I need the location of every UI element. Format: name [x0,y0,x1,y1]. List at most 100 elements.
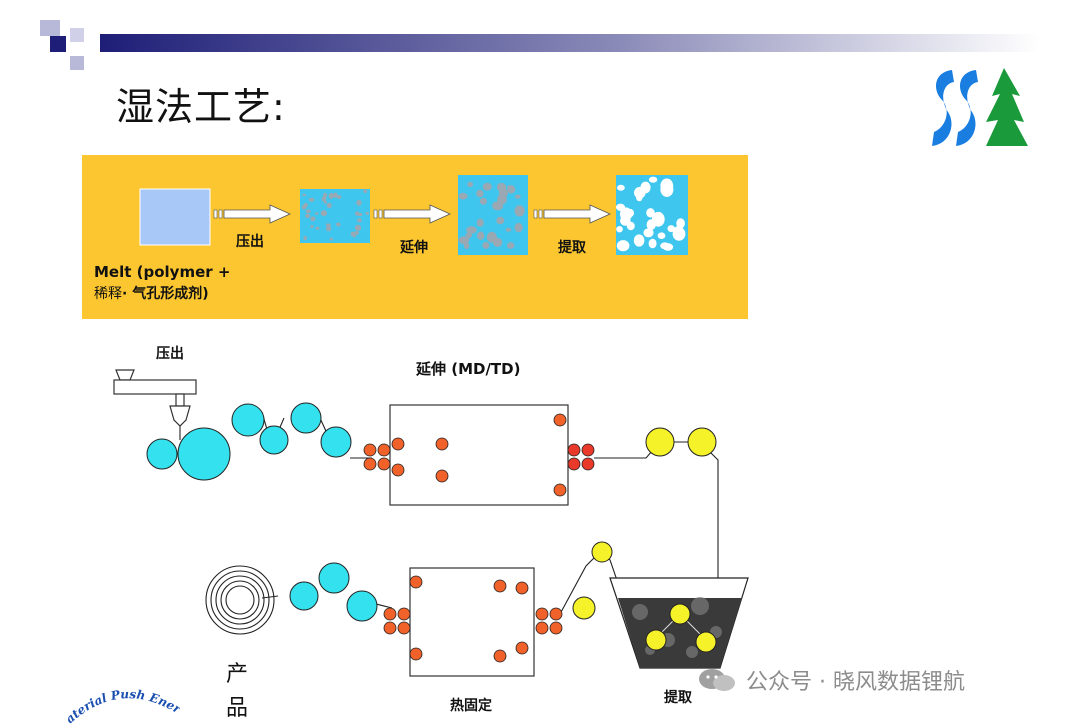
extracted-pores [616,176,686,252]
pore [616,240,630,252]
pore [458,236,470,245]
melt-block [139,188,211,246]
pore [479,197,487,205]
step-label-stretch: 延伸 [399,239,428,256]
pore [514,205,525,217]
pore [321,196,327,202]
extract-label: 提取 [664,690,693,706]
pore [492,201,504,211]
pore [486,231,497,243]
pore [357,218,362,223]
pore [648,238,657,249]
pore [477,231,485,240]
pore [326,223,330,228]
logo-s-1 [932,70,954,146]
pore [354,224,362,231]
pore [660,242,670,250]
arrow-stretch [373,204,451,224]
pore [634,186,646,199]
pore [482,241,490,249]
pore [514,222,523,233]
guide-rollers [572,427,717,620]
pore [336,222,341,227]
small-pores [301,189,370,241]
pore [323,192,328,198]
pore [617,184,625,191]
header-banner [40,20,1040,70]
pore [633,234,645,247]
pore [616,226,623,233]
pore [320,210,327,217]
pore [329,237,333,241]
pore [626,208,634,218]
pore [310,216,316,222]
heatset-label: 热固定 [450,697,492,714]
pore [310,224,314,229]
svg-text:aterial Push Ener: aterial Push Ener [63,687,180,724]
process-line-diagram: 压出 延伸 (MD/TD) [113,345,749,714]
stretched-pores [458,181,525,249]
pore [467,181,474,187]
pore [643,228,654,238]
extrude-label: 压出 [156,345,184,362]
heatset-rollers [383,575,563,663]
pore [352,234,357,238]
wechat-icon [699,669,735,691]
pore [660,182,674,197]
material-badge: aterial Push Ener [63,687,180,724]
melt-label-line1: Melt (polymer + [94,263,231,281]
heatset-box [409,567,535,677]
arrow-extract [533,204,611,224]
pore [465,232,472,239]
bath-rollers [645,603,717,653]
pore [326,202,332,209]
pore [496,216,505,225]
pore [303,202,308,208]
pore [305,209,311,214]
pore [507,242,515,249]
pore [302,193,307,197]
product-label-char2: 品 [226,696,249,721]
pore [315,226,320,230]
step-label-extrude: 压出 [236,233,264,250]
arrow-extrude [213,204,291,224]
logo-s-2 [956,70,978,146]
logo-tree [986,68,1028,146]
pore [323,200,327,204]
pore [648,176,658,183]
pore [356,199,362,206]
banner-square-light [40,20,60,36]
pore [308,197,315,202]
pore [458,192,468,200]
pore [505,227,512,232]
pore [676,218,685,229]
pore [672,227,686,241]
badge-text: aterial Push Ener [63,687,180,724]
pore [667,225,675,233]
stretcher-box [389,404,569,506]
banner-gradient-bar [100,34,1040,52]
pore [314,212,319,215]
pore [482,182,492,191]
pore [365,211,370,215]
pore [355,211,360,216]
pore [358,212,363,217]
watermark-text: 公众号 · 晓风数据锂航 [746,670,965,695]
melt-label-line2: 稀释· 气孔形成剂) [94,283,209,303]
pore [463,242,470,249]
pore [514,194,521,199]
pore [657,232,666,239]
pore [363,189,368,193]
product-label-char1: 产 [226,662,249,687]
pore [626,221,635,231]
stretch-label: 延伸 (MD/TD) [415,360,520,378]
pore [336,195,342,199]
product-roll [205,565,275,635]
extruder [113,369,197,427]
pore [326,226,332,232]
company-logo [932,68,1028,146]
process-panel: 压出 延伸 提取 [82,155,748,319]
banner-square-mid [70,56,84,70]
banner-square-top [70,28,84,42]
pore [305,213,311,218]
